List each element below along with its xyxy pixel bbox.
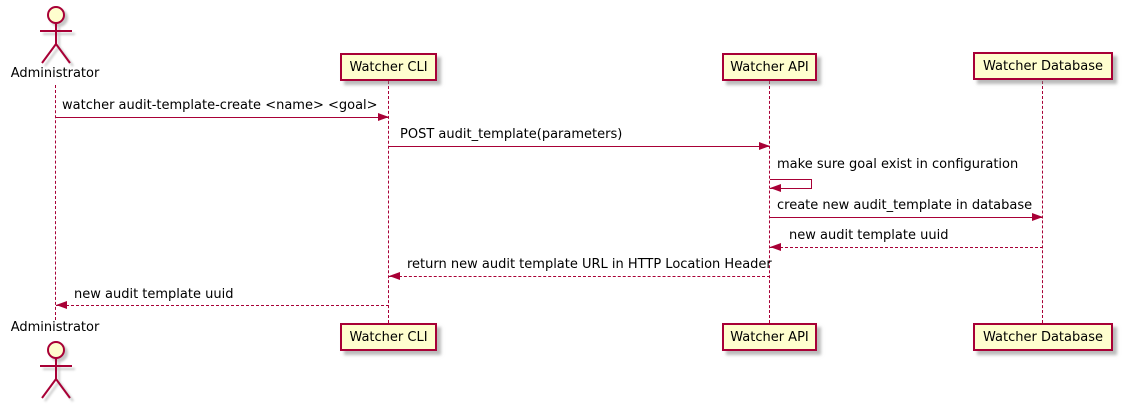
participant-label: Watcher Database <box>983 58 1103 74</box>
participant-label: Watcher Database <box>983 329 1103 345</box>
lifeline-administrator <box>55 85 56 320</box>
lifeline-watcher-database <box>1042 81 1043 323</box>
message-3-selfloop-line <box>770 179 812 189</box>
message-6-label: return new audit template URL in HTTP Lo… <box>407 257 772 272</box>
message-4-line <box>770 217 1043 218</box>
participant-label: Watcher CLI <box>349 59 428 75</box>
participant-watcher-api-bottom: Watcher API <box>722 323 817 351</box>
actor-label-top: Administrator <box>10 66 100 81</box>
participant-label: Watcher API <box>730 329 809 345</box>
message-4-label: create new audit_template in database <box>777 198 1033 213</box>
message-2-label: POST audit_template(parameters) <box>400 127 623 142</box>
actor-icon-top <box>40 6 72 64</box>
participant-watcher-cli-top: Watcher CLI <box>340 53 437 81</box>
participant-watcher-database-bottom: Watcher Database <box>973 323 1113 351</box>
message-6-arrowhead-icon <box>389 272 400 280</box>
message-5-label: new audit template uuid <box>789 228 949 243</box>
message-3-label: make sure goal exist in configuration <box>777 157 1019 172</box>
message-7-label: new audit template uuid <box>74 287 234 302</box>
message-4-arrowhead-icon <box>1032 213 1043 221</box>
message-6-line <box>389 276 770 277</box>
message-7-line <box>56 305 389 306</box>
message-7-arrowhead-icon <box>56 301 67 309</box>
lifeline-watcher-api <box>769 81 770 323</box>
message-1-label: watcher audit-template-create <name> <go… <box>62 98 378 113</box>
message-3-arrowhead-icon <box>770 184 781 192</box>
message-2-line <box>389 146 770 147</box>
message-5-arrowhead-icon <box>770 243 781 251</box>
actor-icon-bottom <box>40 341 72 399</box>
participant-label: Watcher CLI <box>349 329 428 345</box>
participant-label: Watcher API <box>730 59 809 75</box>
message-2-arrowhead-icon <box>759 142 770 150</box>
actor-label-bottom: Administrator <box>10 320 100 335</box>
message-1-line <box>56 117 389 118</box>
participant-watcher-database-top: Watcher Database <box>973 52 1113 80</box>
message-1-arrowhead-icon <box>378 113 389 121</box>
participant-watcher-api-top: Watcher API <box>722 53 817 81</box>
message-5-line <box>770 247 1043 248</box>
participant-watcher-cli-bottom: Watcher CLI <box>340 323 437 351</box>
lifeline-watcher-cli <box>388 81 389 323</box>
